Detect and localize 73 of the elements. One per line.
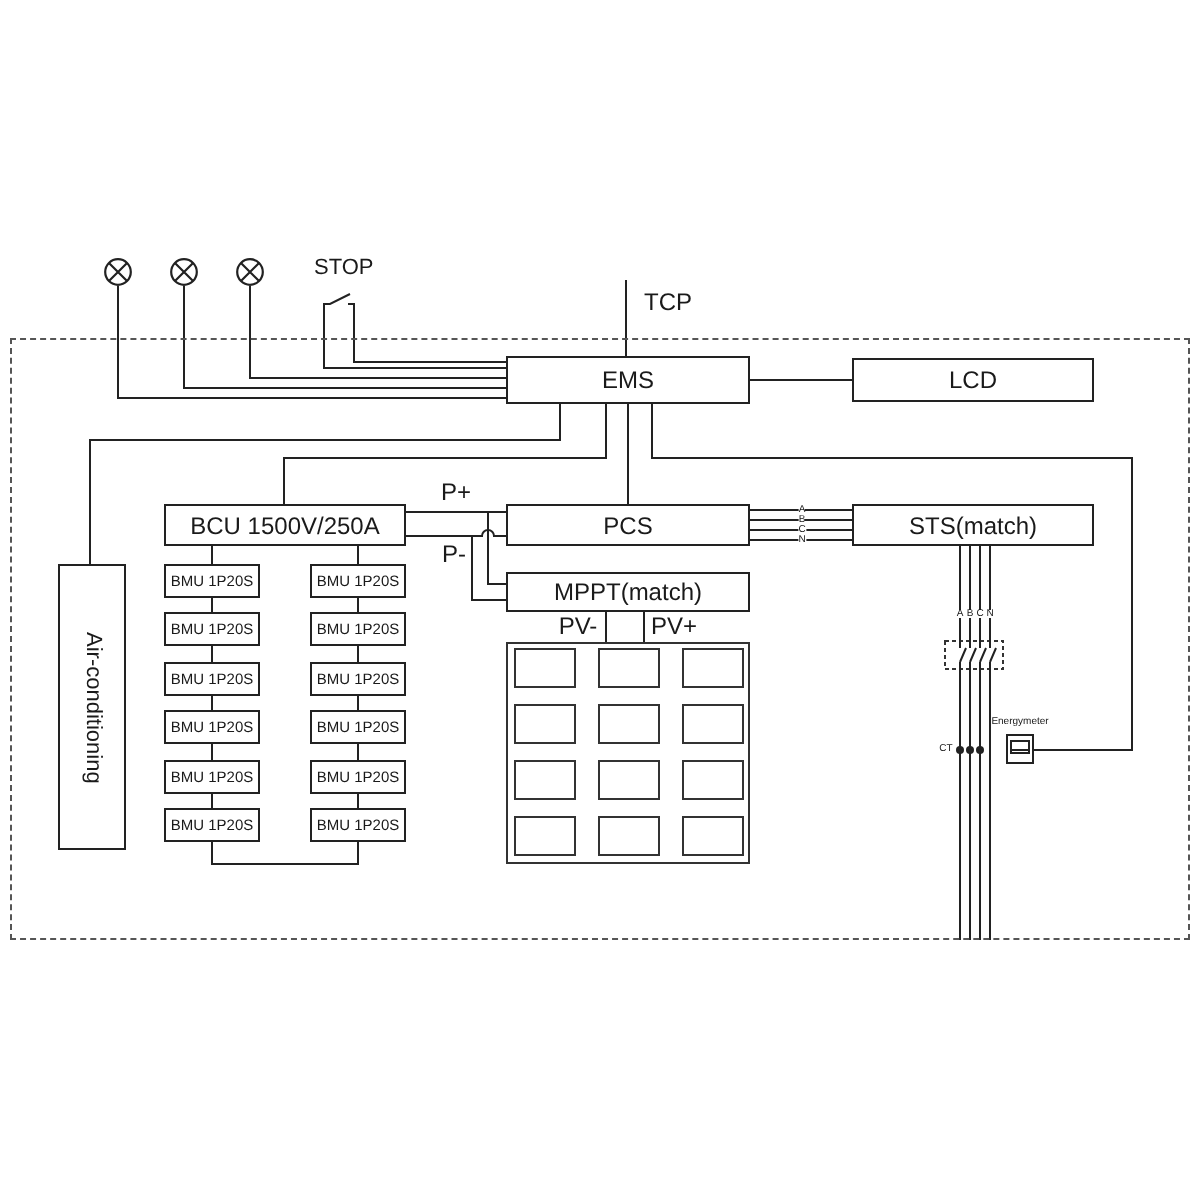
connector-line	[283, 403, 607, 505]
component-box: BCU 1500V/250A	[164, 504, 406, 546]
edge-label: P+	[441, 480, 471, 504]
connector-line	[749, 529, 853, 531]
panel-box	[514, 648, 576, 688]
connector-line	[117, 285, 507, 399]
connector-line	[979, 669, 981, 941]
connector-line	[651, 403, 1133, 751]
connector-line	[749, 509, 853, 511]
edge-label: P-	[442, 542, 466, 566]
connector-line	[249, 285, 507, 379]
component-box: LCD	[852, 358, 1094, 402]
component-box: PCS	[506, 504, 750, 546]
connector-line	[959, 669, 961, 941]
dashed-enclosure	[10, 338, 1190, 940]
edge-label: PV+	[651, 614, 697, 638]
connector-line	[357, 743, 359, 761]
panel-box	[682, 816, 744, 856]
connector-line	[627, 403, 629, 505]
panel-box	[598, 816, 660, 856]
panel-box	[598, 760, 660, 800]
component-box: MPPT(match)	[506, 572, 750, 612]
panel-box	[598, 704, 660, 744]
panel-box	[514, 760, 576, 800]
connector-line	[959, 545, 961, 641]
connector-line	[643, 611, 645, 643]
connector-line	[969, 669, 971, 941]
panel-box	[682, 704, 744, 744]
edge-label: PV-	[558, 614, 598, 638]
connector-line	[357, 695, 359, 711]
connector-line	[211, 793, 213, 809]
component-box: STS(match)	[852, 504, 1094, 546]
connector-line	[357, 597, 359, 613]
panel-box	[514, 816, 576, 856]
lamp-symbol	[104, 258, 132, 286]
connector-line	[211, 695, 213, 711]
meter-symbol	[1006, 734, 1034, 764]
connector-line	[405, 535, 507, 601]
lamp-symbol	[236, 258, 264, 286]
connector-line	[749, 379, 853, 381]
connector-line	[749, 539, 853, 541]
panel-box	[682, 760, 744, 800]
connector-line	[211, 597, 213, 613]
connector-line	[211, 645, 213, 663]
panel-box	[514, 704, 576, 744]
connector-line	[989, 545, 991, 641]
breaker-symbol	[944, 640, 1004, 670]
connector-line	[323, 315, 507, 369]
panel-box	[682, 648, 744, 688]
connector-line	[357, 793, 359, 809]
lamp-symbol	[170, 258, 198, 286]
switch-label: STOP	[314, 258, 374, 280]
connector-line	[605, 611, 607, 643]
connector-line	[183, 285, 507, 389]
connector-line	[625, 279, 627, 357]
connector-line	[211, 545, 213, 565]
connector-line	[979, 545, 981, 641]
component-box: EMS	[506, 356, 750, 404]
connector-line	[989, 669, 991, 941]
panel-box	[598, 648, 660, 688]
component-box: Air-conditioning	[58, 564, 126, 850]
connector-line	[89, 403, 561, 565]
connector-line	[357, 545, 359, 565]
panel-array-frame	[506, 642, 750, 864]
connector-line	[357, 645, 359, 663]
edge-label: TCP	[644, 290, 692, 314]
connector-line	[353, 315, 507, 363]
connector-line	[211, 743, 213, 761]
connector-line	[405, 511, 507, 585]
connector-line	[969, 545, 971, 641]
switch-symbol	[318, 292, 360, 316]
connector-line	[749, 519, 853, 521]
connector-line	[211, 841, 359, 865]
